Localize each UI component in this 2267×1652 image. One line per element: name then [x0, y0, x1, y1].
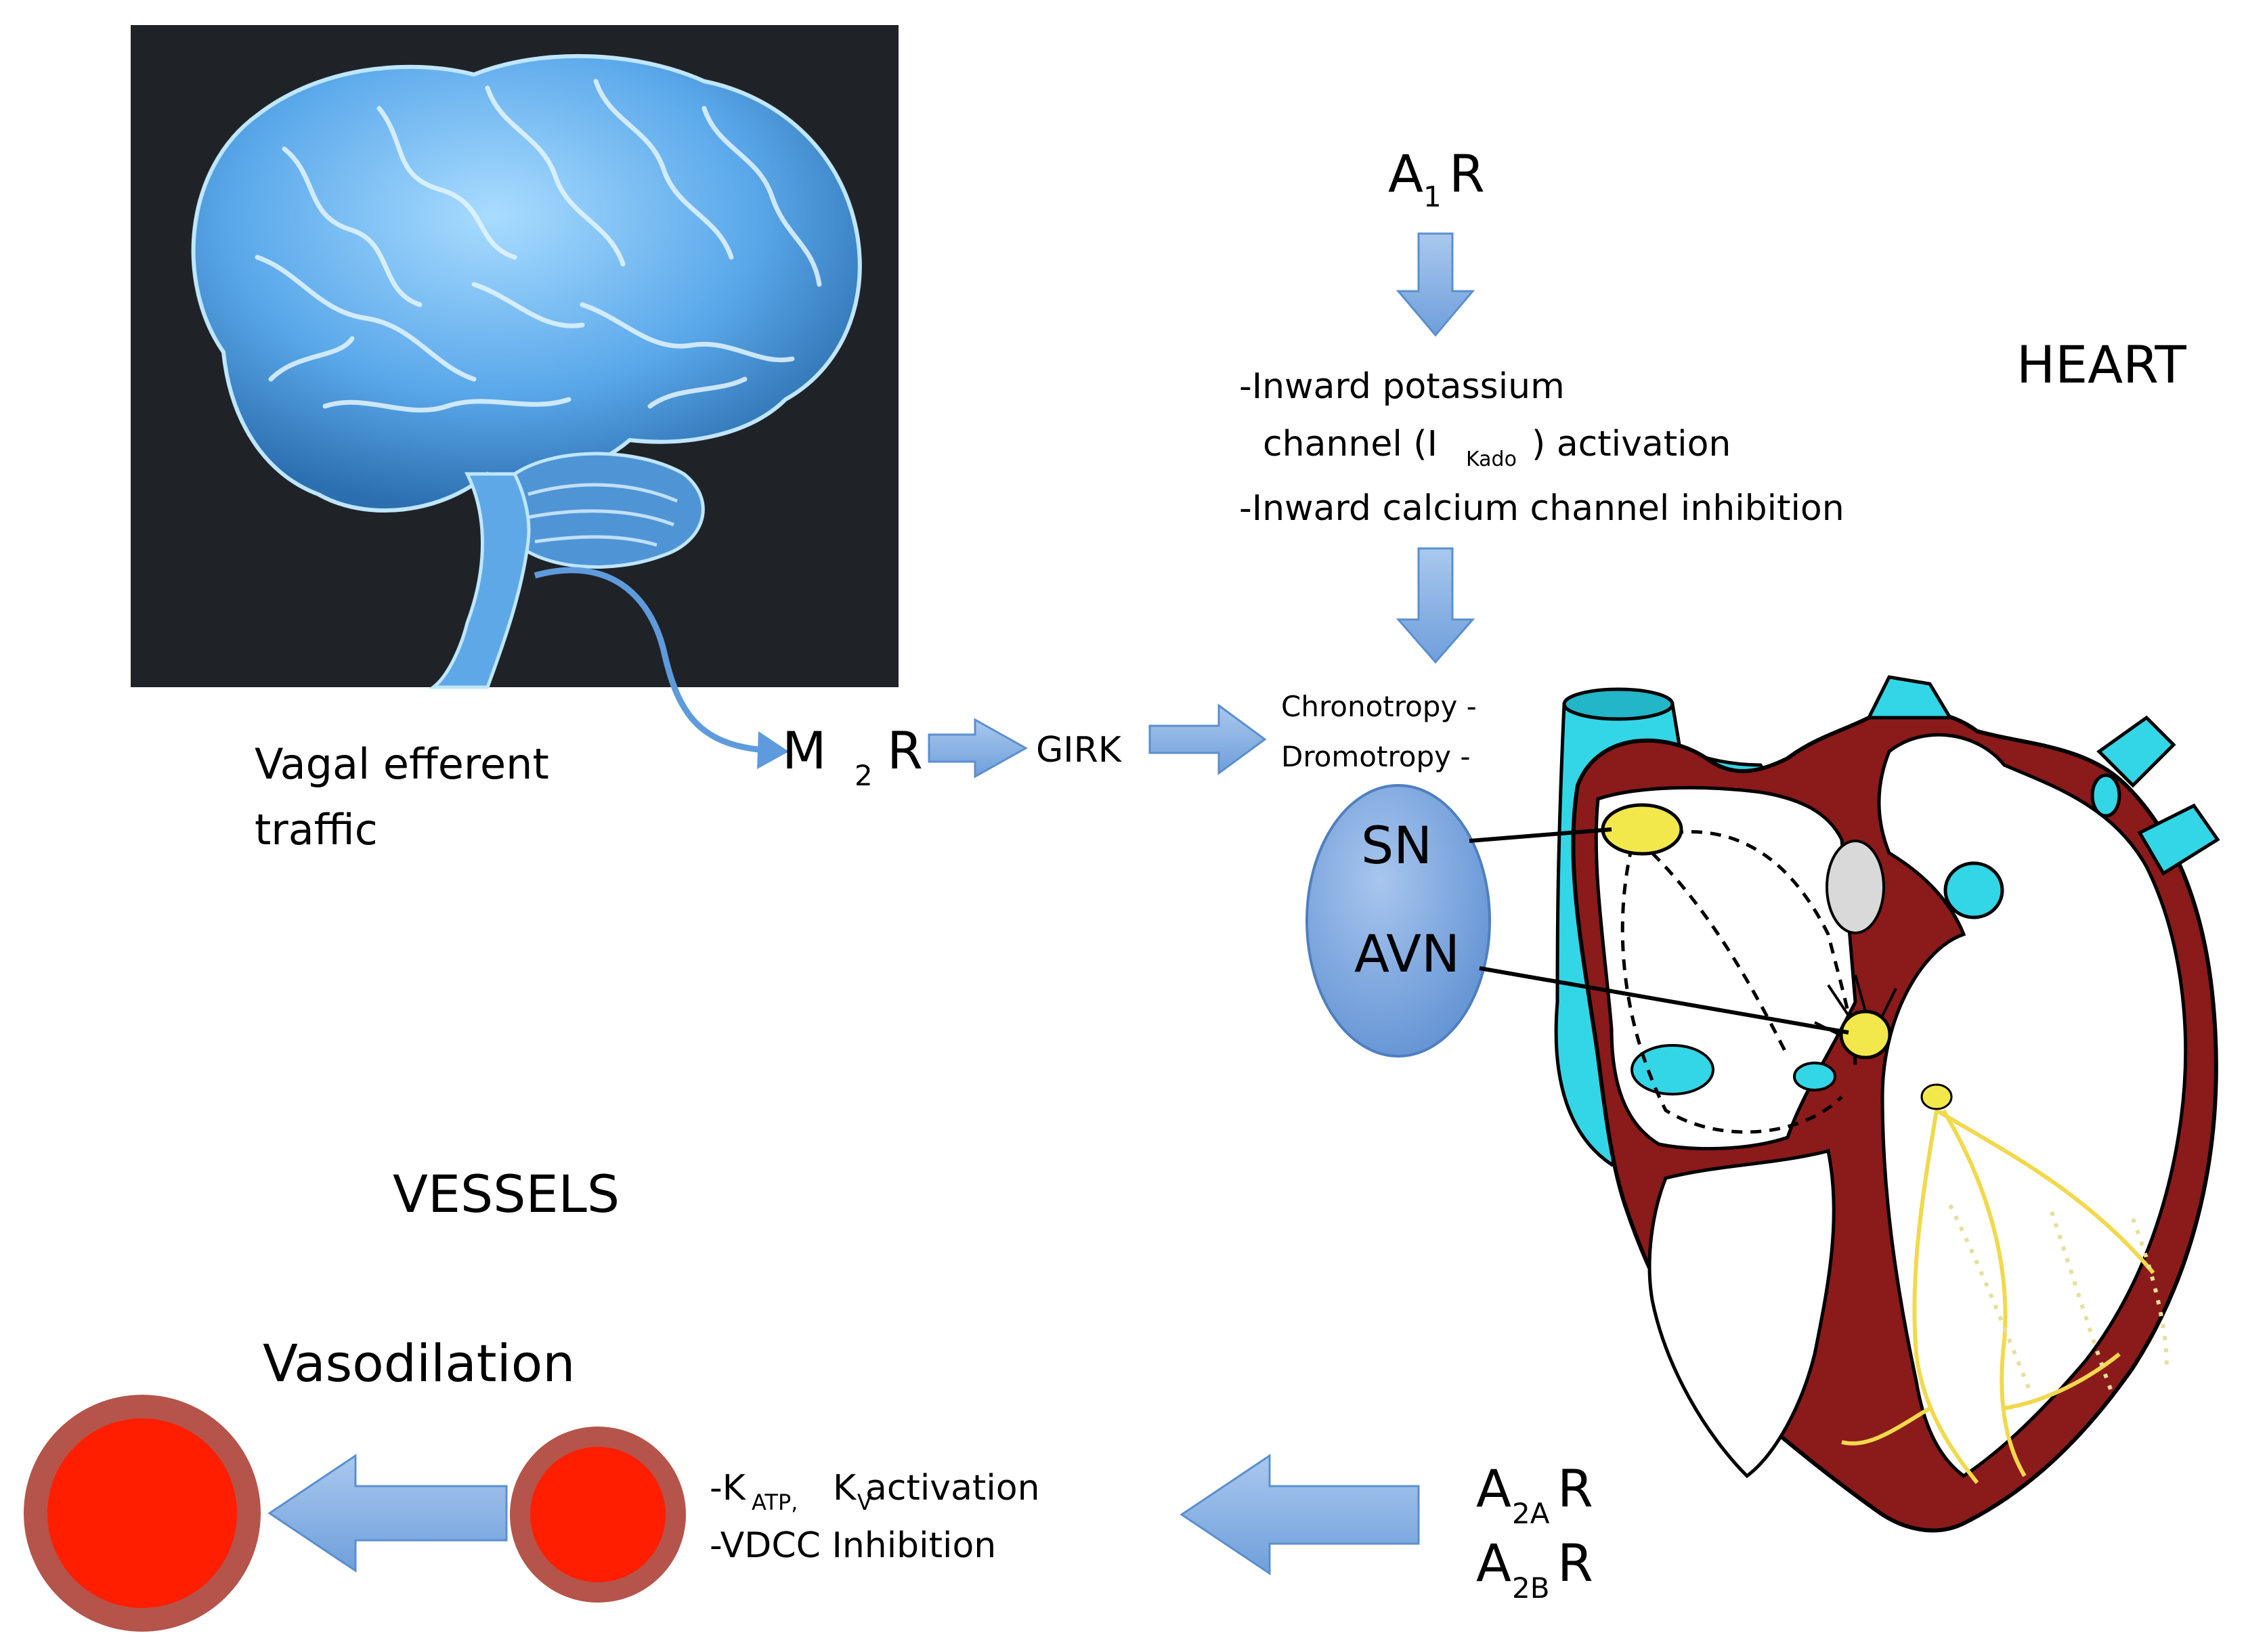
svg-text:R: R — [1557, 1533, 1593, 1593]
katp-kv-activation-label: -K ATP, K V activation — [710, 1468, 1040, 1515]
svg-text:R: R — [887, 720, 923, 781]
svg-text:channel (I: channel (I — [1263, 424, 1438, 464]
svg-text:K: K — [833, 1468, 857, 1508]
svg-text:M: M — [782, 720, 827, 781]
vagal-nerve-arrow — [534, 567, 789, 769]
heart-right-ventricle — [1647, 1148, 1836, 1479]
sn-pointer-line — [1469, 827, 1612, 843]
svg-text:2A: 2A — [1512, 1497, 1550, 1530]
dilated-vessel-lumen — [47, 1418, 237, 1608]
inward-calcium-label: -Inward calcium channel inhibition — [1239, 488, 1844, 529]
svg-text:Kado: Kado — [1466, 448, 1517, 471]
inhibition-down-arrow — [1396, 547, 1475, 664]
avn-label: AVN — [1354, 923, 1460, 984]
svg-text:-K: -K — [710, 1468, 747, 1508]
heart-sa-node — [1601, 803, 1683, 856]
heart-fossa-ovalis — [1826, 840, 1885, 934]
constricted-vessel-lumen — [530, 1447, 666, 1582]
sn-label: SN — [1361, 815, 1432, 875]
heart-illustration — [1554, 675, 2220, 1533]
vasodilation-arrow — [267, 1454, 508, 1573]
avn-pointer-line — [1479, 966, 1849, 1035]
vessels-label: VESSELS — [393, 1164, 620, 1224]
svg-text:) activation: ) activation — [1532, 424, 1731, 464]
svg-text:activation: activation — [865, 1468, 1040, 1508]
svg-text:ATP,: ATP, — [752, 1490, 798, 1515]
vagal-efferent-label: Vagal efferent — [255, 739, 549, 789]
brain-cerebrum — [191, 53, 862, 513]
sn-avn-node-group — [1305, 784, 1491, 1058]
chronotropy-label: Chronotropy - — [1281, 690, 1477, 723]
heart-label: HEART — [2016, 334, 2186, 395]
heart-left-chambers — [1877, 733, 2188, 1479]
svg-text:2: 2 — [855, 759, 873, 792]
svg-text:R: R — [1449, 144, 1485, 204]
heart-internodal-tracts — [1620, 830, 1857, 1134]
heart-pulmonary-veins — [1865, 675, 2220, 919]
svg-text:R: R — [1557, 1458, 1593, 1519]
heart-av-node — [1839, 1009, 1892, 1060]
vasodilation-label: Vasodilation — [263, 1333, 575, 1393]
heart-vena-cava-opening — [1562, 687, 1675, 721]
brain-stem — [428, 472, 531, 689]
inward-potassium-line2: channel (I Kado ) activation — [1263, 424, 1731, 471]
svg-text:A: A — [1476, 1533, 1511, 1593]
heart-his-bundle — [1920, 1083, 1953, 1110]
heart-purkinje-dots — [1948, 1204, 2169, 1396]
m2r-to-girk-arrow — [928, 718, 1029, 779]
a2br-receptor-label: A 2B R — [1476, 1533, 1593, 1605]
a2r-to-vessel-arrow — [1180, 1454, 1420, 1575]
m2r-receptor-label: M 2 R — [782, 720, 923, 792]
a1r-receptor-label: A 1 R — [1388, 144, 1485, 213]
vdcc-inhibition-label: -VDCC Inhibition — [710, 1525, 996, 1566]
girk-label: GIRK — [1036, 730, 1123, 770]
a1r-down-arrow — [1396, 232, 1475, 337]
a2ar-receptor-label: A 2A R — [1476, 1458, 1593, 1530]
svg-text:A: A — [1476, 1458, 1511, 1519]
svg-text:2B: 2B — [1512, 1571, 1550, 1605]
brain-illustration — [131, 25, 899, 689]
girk-to-chronotropy-arrow — [1148, 703, 1267, 775]
svg-text:A: A — [1388, 144, 1423, 204]
brain-gyri — [255, 79, 822, 413]
inward-potassium-line1: -Inward potassium — [1239, 366, 1565, 407]
heart-purkinje-fibers — [1841, 1108, 2155, 1484]
heart-valves — [1631, 1044, 1836, 1095]
svg-text:V: V — [857, 1490, 872, 1515]
dromotropy-label: Dromotropy - — [1281, 740, 1471, 773]
svg-text:1: 1 — [1423, 180, 1442, 213]
vagal-traffic-label: traffic — [255, 805, 378, 854]
